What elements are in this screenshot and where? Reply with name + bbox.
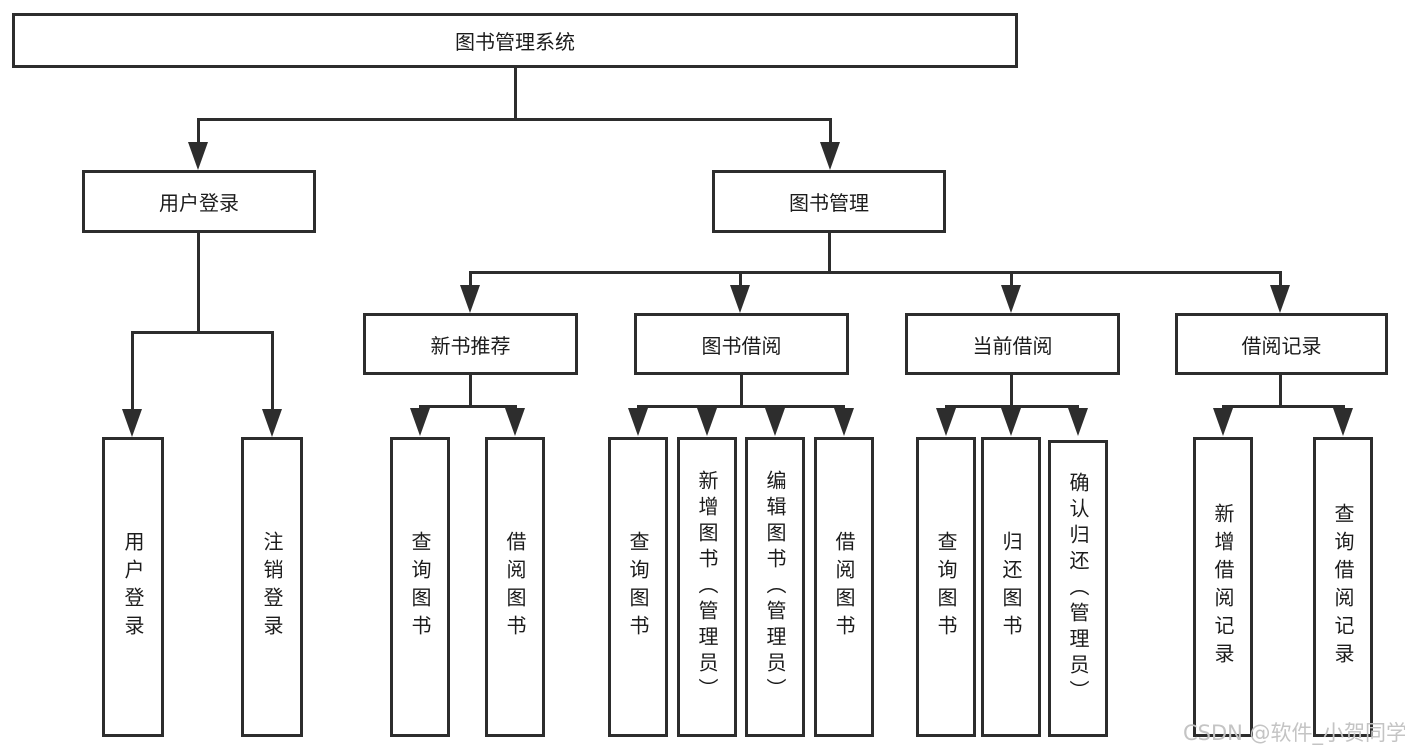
connector-line bbox=[828, 233, 831, 273]
leaf-query-books-1: 查询图书 bbox=[390, 437, 450, 737]
leaf-borrow-books-1-label: 借阅图书 bbox=[503, 531, 527, 643]
leaf-query-borrow-record: 查询借阅记录 bbox=[1313, 437, 1373, 737]
arrow-down-icon bbox=[262, 409, 282, 437]
connector-line bbox=[637, 405, 845, 408]
arrow-down-icon bbox=[505, 408, 525, 436]
leaf-add-borrow-record: 新增借阅记录 bbox=[1193, 437, 1253, 737]
leaf-confirm-return-admin-label: 确认归还（管理员） bbox=[1066, 471, 1090, 706]
connector-line bbox=[131, 331, 134, 409]
arrow-down-icon bbox=[697, 408, 717, 436]
connector-line bbox=[1279, 375, 1282, 408]
arrow-down-icon bbox=[1068, 408, 1088, 436]
csdn-watermark: CSDN @软件_小贺同学 bbox=[1183, 721, 1405, 745]
arrow-down-icon bbox=[936, 408, 956, 436]
connector-line bbox=[197, 118, 200, 144]
node-current-borrow: 当前借阅 bbox=[905, 313, 1120, 375]
arrow-down-icon bbox=[628, 408, 648, 436]
arrow-down-icon bbox=[410, 408, 430, 436]
node-user-login-label: 用户登录 bbox=[159, 191, 239, 215]
connector-line bbox=[271, 331, 274, 409]
connector-line bbox=[740, 375, 743, 408]
connector-line bbox=[131, 331, 274, 334]
node-borrow-record-label: 借阅记录 bbox=[1241, 333, 1322, 358]
node-book-management-label: 图书管理 bbox=[789, 191, 869, 215]
connector-line bbox=[1222, 405, 1345, 408]
leaf-add-borrow-record-label: 新增借阅记录 bbox=[1211, 503, 1235, 671]
node-book-management: 图书管理 bbox=[712, 170, 946, 233]
arrow-down-icon bbox=[122, 409, 142, 437]
leaf-query-books-2-label: 查询图书 bbox=[626, 531, 650, 643]
leaf-confirm-return-admin: 确认归还（管理员） bbox=[1048, 440, 1108, 737]
arrow-down-icon bbox=[1270, 285, 1290, 313]
node-user-login: 用户登录 bbox=[82, 170, 316, 233]
connector-line bbox=[469, 375, 472, 408]
arrow-down-icon bbox=[1001, 285, 1021, 313]
leaf-add-books-admin-label: 新增图书（管理员） bbox=[695, 470, 719, 704]
arrow-down-icon bbox=[730, 285, 750, 313]
connector-line bbox=[469, 271, 472, 287]
arrow-down-icon bbox=[834, 408, 854, 436]
leaf-logout: 注销登录 bbox=[241, 437, 303, 737]
connector-line bbox=[1010, 271, 1013, 287]
leaf-edit-books-admin-label: 编辑图书（管理员） bbox=[763, 470, 787, 704]
node-root-label: 图书管理系统 bbox=[455, 30, 575, 54]
leaf-borrow-books-2: 借阅图书 bbox=[814, 437, 874, 737]
connector-line bbox=[514, 68, 517, 120]
leaf-borrow-books-1: 借阅图书 bbox=[485, 437, 545, 737]
node-current-borrow-label: 当前借阅 bbox=[972, 333, 1053, 358]
connector-line bbox=[829, 118, 832, 144]
arrow-down-icon bbox=[1213, 408, 1233, 436]
node-book-borrow-label: 图书借阅 bbox=[701, 333, 782, 358]
connector-line bbox=[197, 233, 200, 333]
arrow-down-icon bbox=[765, 408, 785, 436]
connector-line bbox=[197, 118, 832, 121]
leaf-add-books-admin: 新增图书（管理员） bbox=[677, 437, 737, 737]
arrow-down-icon bbox=[188, 142, 208, 170]
connector-line bbox=[1010, 375, 1013, 408]
leaf-return-books: 归还图书 bbox=[981, 437, 1041, 737]
connector-line bbox=[469, 271, 1282, 274]
connector-line bbox=[739, 271, 742, 287]
leaf-user-login: 用户登录 bbox=[102, 437, 164, 737]
node-new-book-recommend-label: 新书推荐 bbox=[430, 333, 511, 358]
leaf-query-books-3-label: 查询图书 bbox=[934, 531, 958, 643]
leaf-user-login-label: 用户登录 bbox=[121, 531, 145, 643]
node-new-book-recommend: 新书推荐 bbox=[363, 313, 578, 375]
arrow-down-icon bbox=[820, 142, 840, 170]
leaf-edit-books-admin: 编辑图书（管理员） bbox=[745, 437, 805, 737]
leaf-logout-label: 注销登录 bbox=[260, 531, 284, 643]
node-book-borrow: 图书借阅 bbox=[634, 313, 849, 375]
leaf-return-books-label: 归还图书 bbox=[999, 531, 1023, 643]
connector-line bbox=[1279, 271, 1282, 287]
arrow-down-icon bbox=[460, 285, 480, 313]
leaf-query-borrow-record-label: 查询借阅记录 bbox=[1331, 503, 1355, 671]
leaf-borrow-books-2-label: 借阅图书 bbox=[832, 531, 856, 643]
node-borrow-record: 借阅记录 bbox=[1175, 313, 1388, 375]
node-root-system: 图书管理系统 bbox=[12, 13, 1018, 68]
arrow-down-icon bbox=[1001, 408, 1021, 436]
leaf-query-books-3: 查询图书 bbox=[916, 437, 976, 737]
connector-line bbox=[419, 405, 517, 408]
arrow-down-icon bbox=[1333, 408, 1353, 436]
connector-line bbox=[945, 405, 1079, 408]
leaf-query-books-1-label: 查询图书 bbox=[408, 531, 432, 643]
leaf-query-books-2: 查询图书 bbox=[608, 437, 668, 737]
